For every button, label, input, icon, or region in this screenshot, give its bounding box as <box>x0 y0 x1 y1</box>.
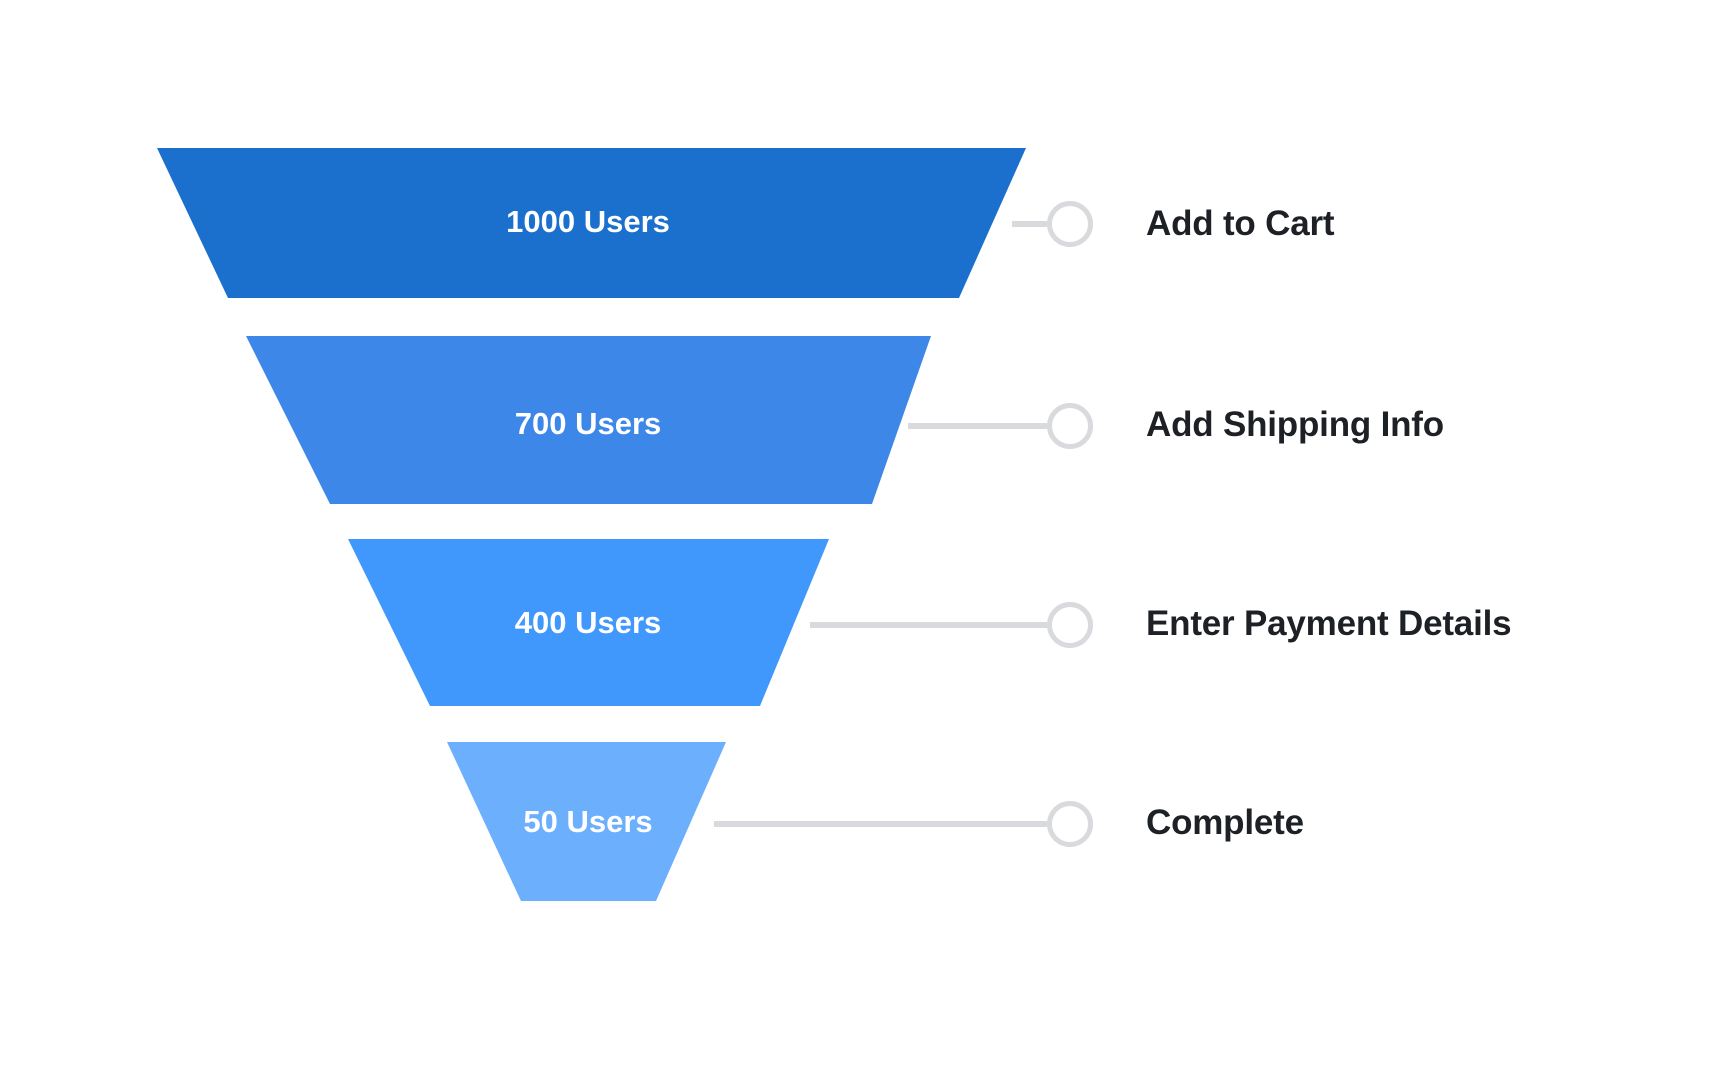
circle-marker-icon[interactable] <box>1047 801 1093 847</box>
stage-label[interactable]: Complete <box>1146 803 1304 842</box>
funnel-value-labels-group: 1000 Users 700 Users 400 Users 50 Users <box>506 204 670 839</box>
funnel-segment[interactable] <box>447 742 726 901</box>
funnel-segment[interactable] <box>348 539 829 706</box>
funnel-segment[interactable] <box>246 336 931 504</box>
circle-marker-icon[interactable] <box>1047 602 1093 648</box>
circle-marker-icon[interactable] <box>1047 403 1093 449</box>
stage-label[interactable]: Add to Cart <box>1146 204 1335 243</box>
segment-value-label: 700 Users <box>515 406 662 441</box>
segment-value-label: 400 Users <box>515 605 662 640</box>
segment-value-label: 1000 Users <box>506 204 670 239</box>
segment-value-label: 50 Users <box>523 804 652 839</box>
circle-marker-icon[interactable] <box>1047 201 1093 247</box>
stage-label[interactable]: Add Shipping Info <box>1146 405 1444 444</box>
funnel-connectors-group <box>714 201 1093 847</box>
funnel-segment[interactable] <box>157 148 1026 298</box>
funnel-segments-group <box>157 148 1026 901</box>
stage-label[interactable]: Enter Payment Details <box>1146 604 1512 643</box>
